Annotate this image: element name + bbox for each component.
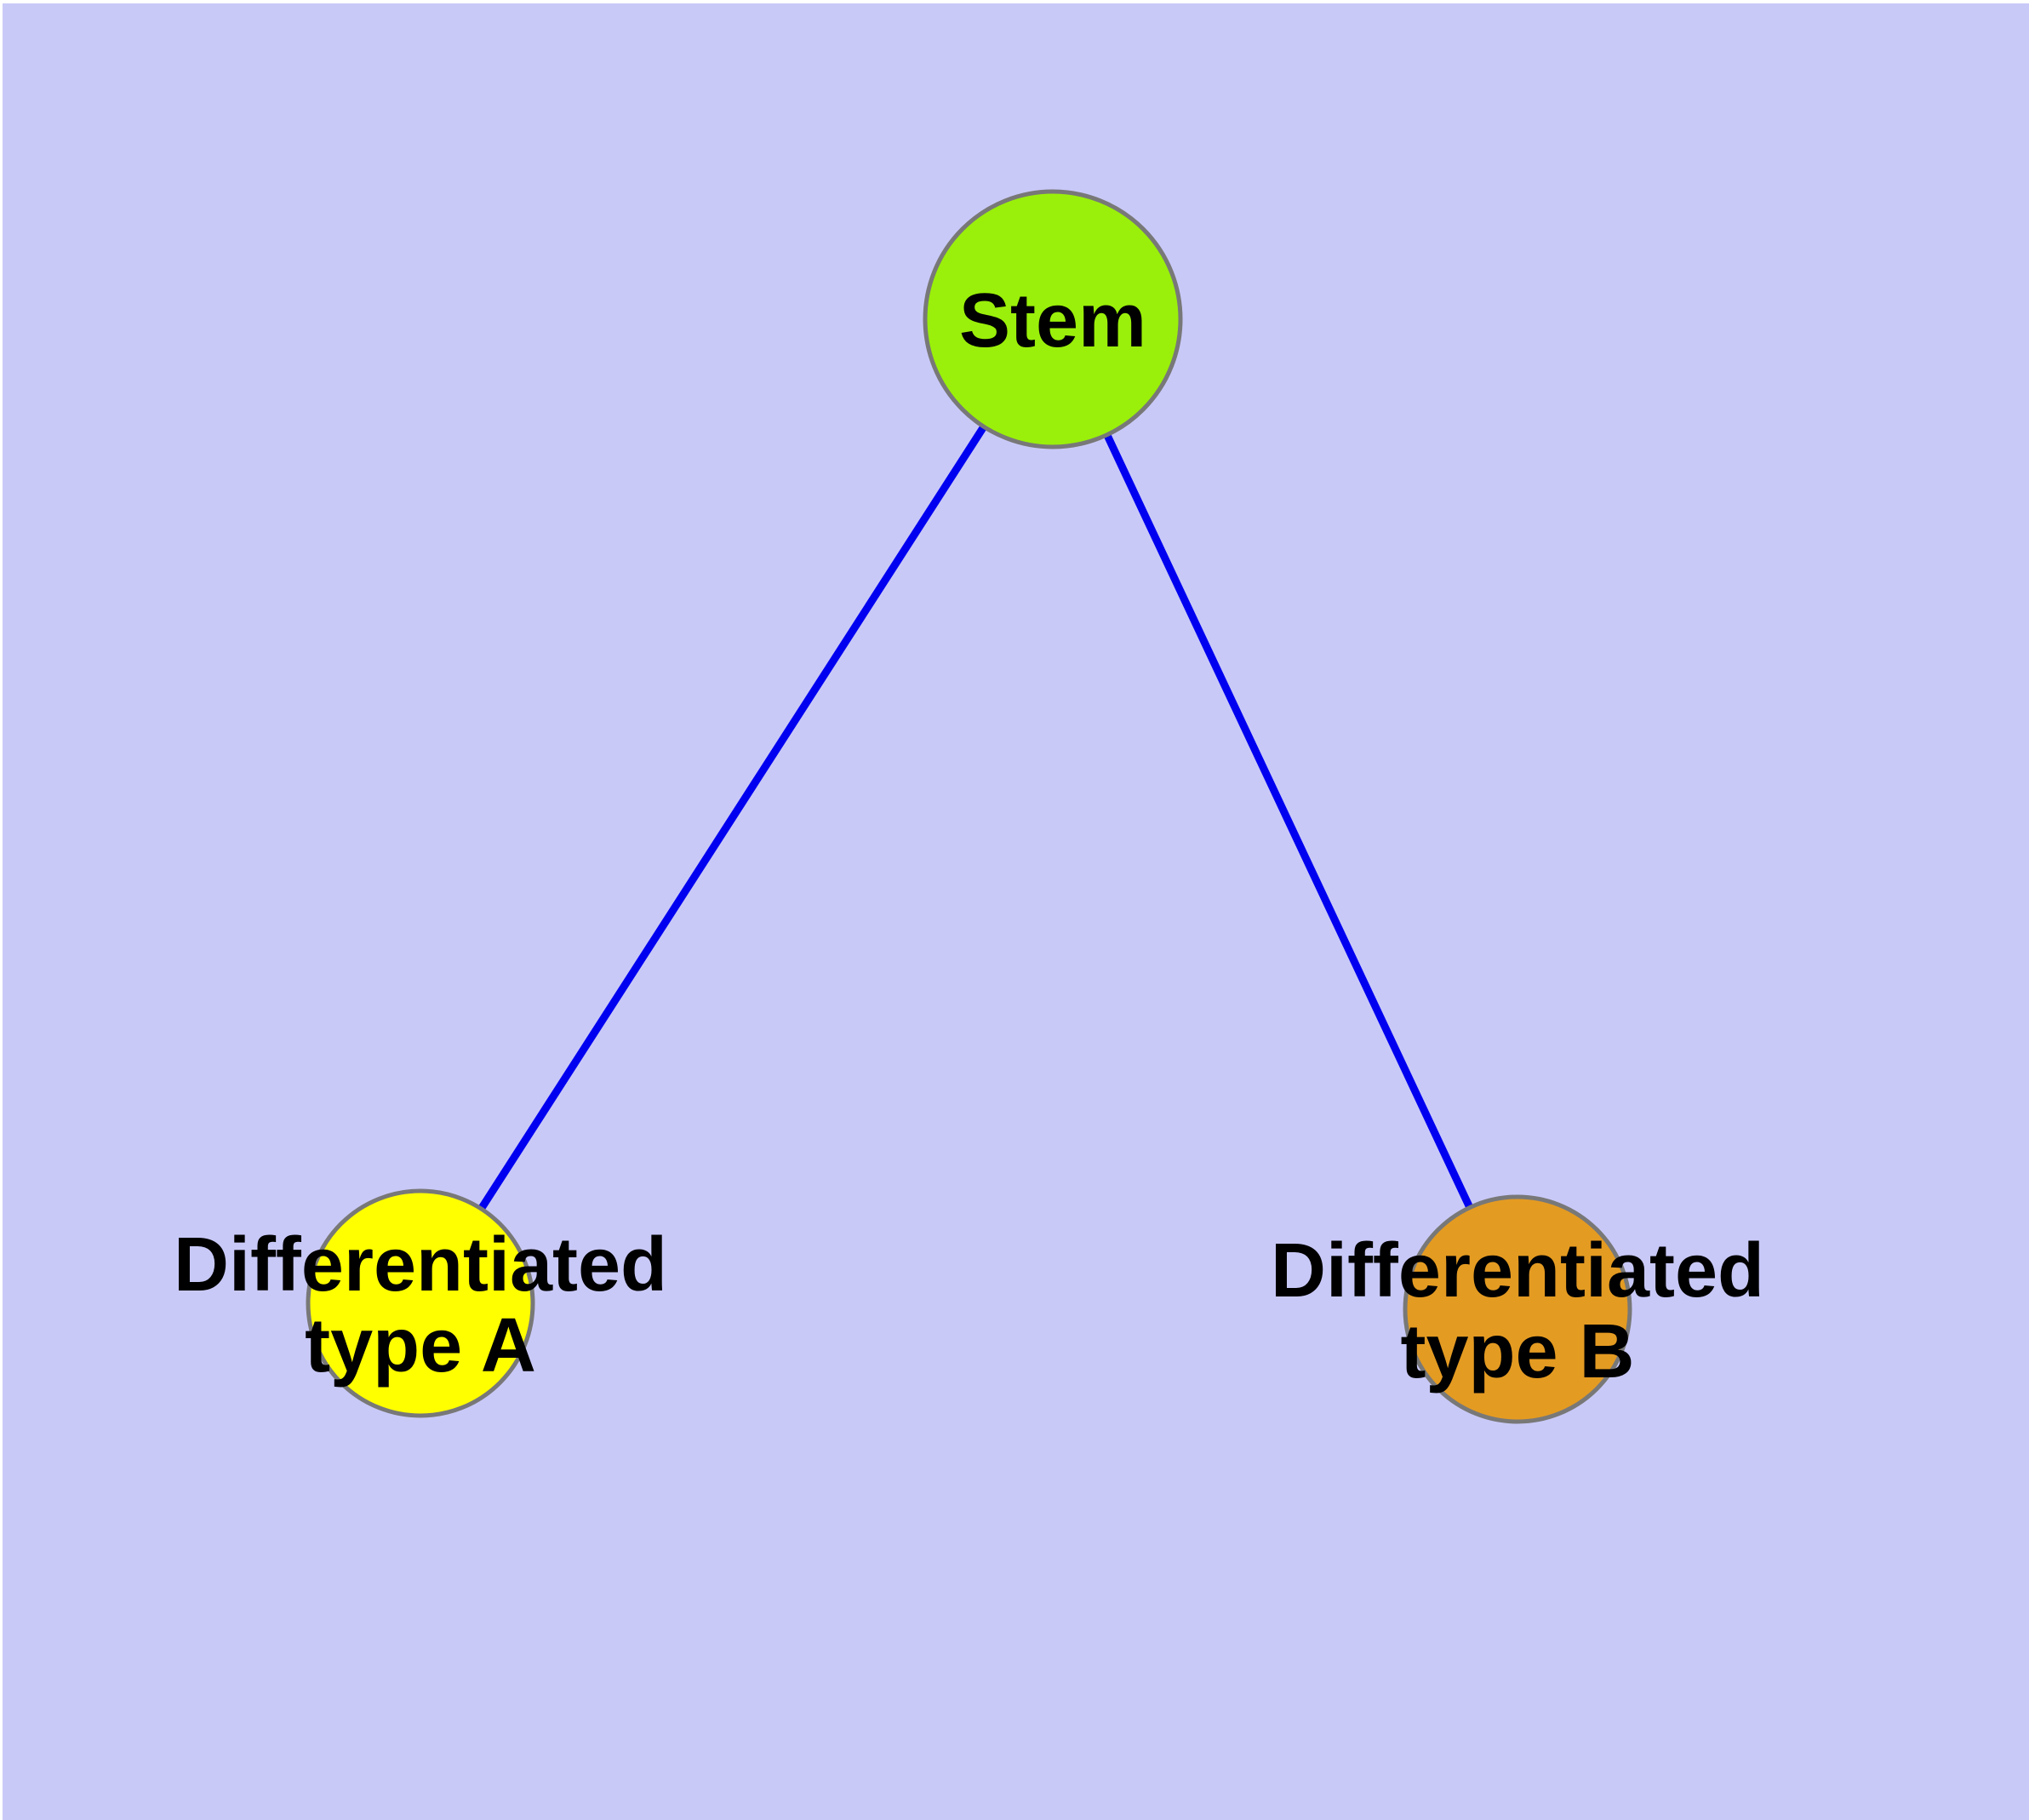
node-group: [306, 189, 1632, 1424]
node-type-b-label-line1: Differentiated: [1271, 1228, 1764, 1313]
label-group: Stem Differentiated type A Differentiate…: [174, 278, 1764, 1394]
edge-stem-to-type-b: [1049, 318, 1522, 1311]
node-type-a-circle: [306, 1188, 535, 1418]
node-stem-label: Stem: [959, 278, 1146, 363]
edge-group: [417, 317, 1522, 1311]
node-stem-circle: [923, 189, 1183, 449]
node-type-b-label-line2: type B: [1400, 1309, 1634, 1394]
node-type-b-circle: [1403, 1194, 1632, 1424]
node-type-a-label-line2: type A: [305, 1303, 536, 1388]
node-type-a-label-line1: Differentiated: [174, 1222, 667, 1308]
edge-stem-to-type-a: [417, 317, 1056, 1306]
